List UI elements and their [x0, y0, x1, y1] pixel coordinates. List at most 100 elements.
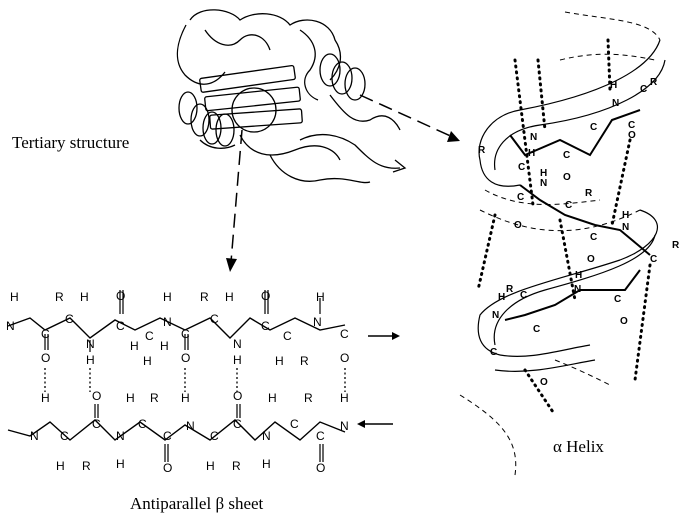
label-antiparallel-beta-sheet: Antiparallel β sheet: [130, 494, 264, 513]
label-alpha-helix: α Helix: [553, 437, 604, 456]
atom-h: H: [268, 391, 277, 405]
atom-o: O: [92, 389, 101, 403]
atom-h: H: [498, 292, 505, 303]
atom-c: C: [210, 429, 219, 443]
atom-n: N: [340, 419, 349, 433]
atom-o: O: [587, 254, 595, 265]
atom-h: H: [622, 210, 629, 221]
atom-o: O: [316, 461, 325, 475]
atom-c: C: [590, 232, 597, 243]
beta-atoms-top: H N R H C C O N H O C H C H H H N R H C: [6, 289, 349, 368]
atom-h: H: [160, 339, 169, 353]
atom-r: R: [82, 459, 91, 473]
beta-strand-bottom: [7, 419, 346, 441]
atom-r: R: [232, 459, 241, 473]
atom-c: C: [138, 417, 147, 431]
atom-h: H: [80, 290, 89, 304]
atom-h: H: [206, 459, 215, 473]
atom-n: N: [574, 284, 581, 295]
atom-o: O: [261, 289, 270, 303]
atom-c: C: [520, 290, 527, 301]
atom-n: N: [612, 98, 619, 109]
atom-h: H: [126, 391, 135, 405]
atom-h: H: [316, 290, 325, 304]
atom-n: N: [86, 337, 95, 351]
label-tertiary-structure: Tertiary structure: [12, 133, 130, 152]
atom-h: H: [41, 391, 50, 405]
beta-sheet: H N R H C C O N H O C H C H H H N R H C: [6, 289, 400, 475]
atom-c: C: [490, 347, 497, 358]
atom-n: N: [233, 337, 242, 351]
atom-c: C: [340, 327, 349, 341]
atom-h: H: [163, 290, 172, 304]
atom-o: O: [163, 461, 172, 475]
atom-n: N: [262, 429, 271, 443]
atom-n: N: [622, 222, 629, 233]
atom-h: H: [233, 353, 242, 367]
atom-r: R: [672, 240, 680, 251]
atom-r: R: [304, 391, 313, 405]
atom-c: C: [533, 324, 540, 335]
beta-strand-top: [7, 317, 346, 339]
atom-h: H: [10, 290, 19, 304]
helix-atoms: N H R C C H N C R C O C O N H C O C R H: [478, 77, 680, 388]
arrowhead-left-icon: [357, 420, 365, 428]
atom-r: R: [650, 77, 658, 88]
atom-c: C: [233, 417, 242, 431]
atom-o: O: [233, 389, 242, 403]
atom-c: C: [518, 162, 525, 173]
atom-c: C: [283, 329, 292, 343]
atom-h: H: [86, 353, 95, 367]
atom-c: C: [590, 122, 597, 133]
atom-c: C: [640, 84, 647, 95]
atom-n: N: [163, 315, 172, 329]
alpha-helix: N H R C C H N C R C O C O N H C O C R H: [459, 11, 680, 476]
atom-h: H: [56, 459, 65, 473]
atom-c: C: [565, 200, 572, 211]
atom-h: H: [340, 391, 349, 405]
arrowhead-right-icon: [392, 332, 400, 340]
atom-h: H: [116, 457, 125, 471]
atom-n: N: [116, 429, 125, 443]
atom-r: R: [478, 145, 486, 156]
atom-c: C: [145, 329, 154, 343]
atom-c: C: [116, 319, 125, 333]
atom-n: N: [30, 429, 39, 443]
atom-n: N: [186, 419, 195, 433]
atom-o: O: [514, 220, 522, 231]
atom-c: C: [517, 192, 524, 203]
atom-h: H: [143, 354, 152, 368]
atom-c: C: [650, 254, 657, 265]
atom-h: H: [262, 457, 271, 471]
atom-c: C: [210, 312, 219, 326]
atom-r: R: [200, 290, 209, 304]
arrowhead-helix-icon: [447, 131, 460, 142]
atom-c: C: [163, 429, 172, 443]
atom-o: O: [563, 172, 571, 183]
atom-c: C: [628, 120, 635, 131]
atom-c: C: [261, 319, 270, 333]
atom-c: C: [41, 327, 50, 341]
atom-n: N: [540, 178, 547, 189]
zoom-arrows: [230, 94, 456, 263]
atom-h: H: [225, 290, 234, 304]
atom-n: N: [530, 132, 537, 143]
atom-h: H: [540, 168, 547, 179]
atom-c: C: [92, 417, 101, 431]
atom-o: O: [628, 130, 636, 141]
atom-o: O: [340, 351, 349, 365]
beta-atoms-bottom: H N C H R O C N H H R C C O H N C H R O: [30, 389, 349, 475]
atom-c: C: [614, 294, 621, 305]
atom-o: O: [540, 377, 548, 388]
atom-c: C: [316, 429, 325, 443]
atom-c: C: [563, 150, 570, 161]
atom-c: C: [65, 312, 74, 326]
atom-h: H: [575, 270, 582, 281]
atom-n: N: [492, 310, 499, 321]
atom-h: H: [181, 391, 190, 405]
atom-o: O: [116, 289, 125, 303]
atom-o: O: [620, 316, 628, 327]
atom-h: H: [130, 339, 139, 353]
